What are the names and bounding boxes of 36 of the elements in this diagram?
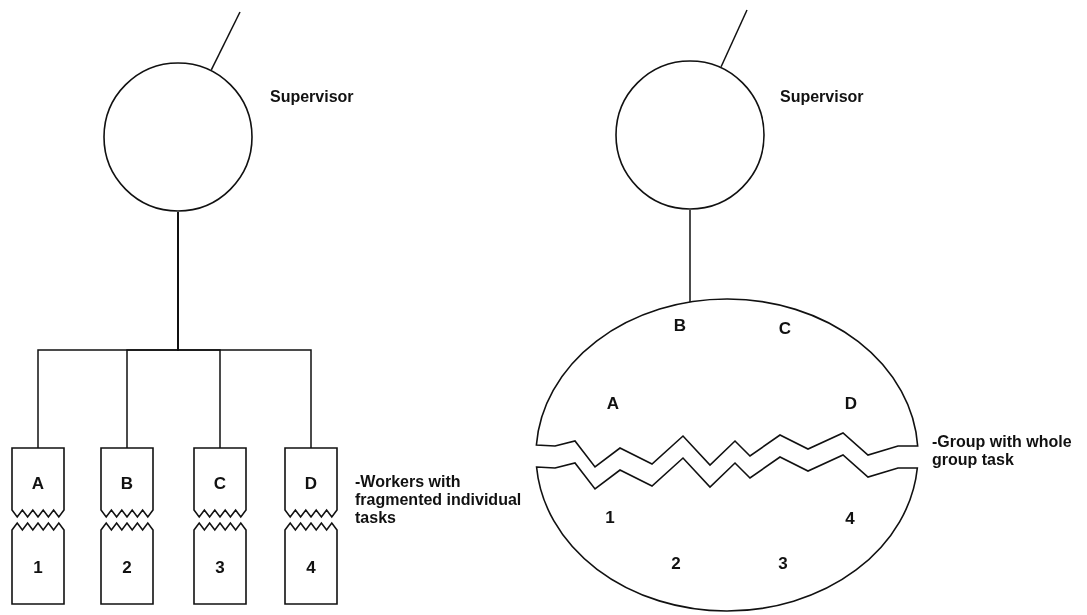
connector-line (177, 211, 312, 449)
worker-letter: 2 (671, 554, 681, 572)
role-label: Supervisor (270, 88, 354, 106)
worker-letter: C (778, 319, 792, 337)
torn-group-ellipse-half (535, 456, 920, 612)
worker-letter: B (673, 316, 687, 334)
torn-task-card (101, 522, 153, 604)
worker-letter: B (120, 474, 134, 492)
worker-letter: 4 (306, 558, 316, 576)
torn-task-card (285, 522, 337, 604)
worker-letter: 3 (215, 558, 225, 576)
connector-line (689, 209, 691, 303)
worker-letter: C (213, 474, 227, 492)
connector-line (720, 9, 748, 68)
worker-letter: A (31, 474, 45, 492)
supervisor-circle (615, 60, 765, 210)
torn-task-card (12, 522, 64, 604)
worker-letter: A (606, 394, 620, 412)
side-note: -Workers with fragmented individual tasks (355, 473, 523, 527)
worker-letter: 4 (845, 509, 855, 527)
supervisor-circle (103, 62, 253, 212)
side-note: -Group with whole group task (932, 433, 1073, 469)
torn-task-card (194, 448, 246, 520)
worker-letter: 1 (33, 558, 43, 576)
role-label: Supervisor (780, 88, 864, 106)
worker-letter: 2 (122, 558, 132, 576)
torn-task-card (12, 448, 64, 520)
connector-line (210, 11, 241, 71)
worker-letter: D (844, 394, 858, 412)
worker-letter: 3 (778, 554, 788, 572)
torn-task-card (194, 522, 246, 604)
torn-task-card (285, 448, 337, 520)
torn-group-ellipse-half (535, 298, 920, 470)
torn-task-card (101, 448, 153, 520)
worker-letter: D (304, 474, 318, 492)
worker-letter: 1 (605, 508, 615, 526)
